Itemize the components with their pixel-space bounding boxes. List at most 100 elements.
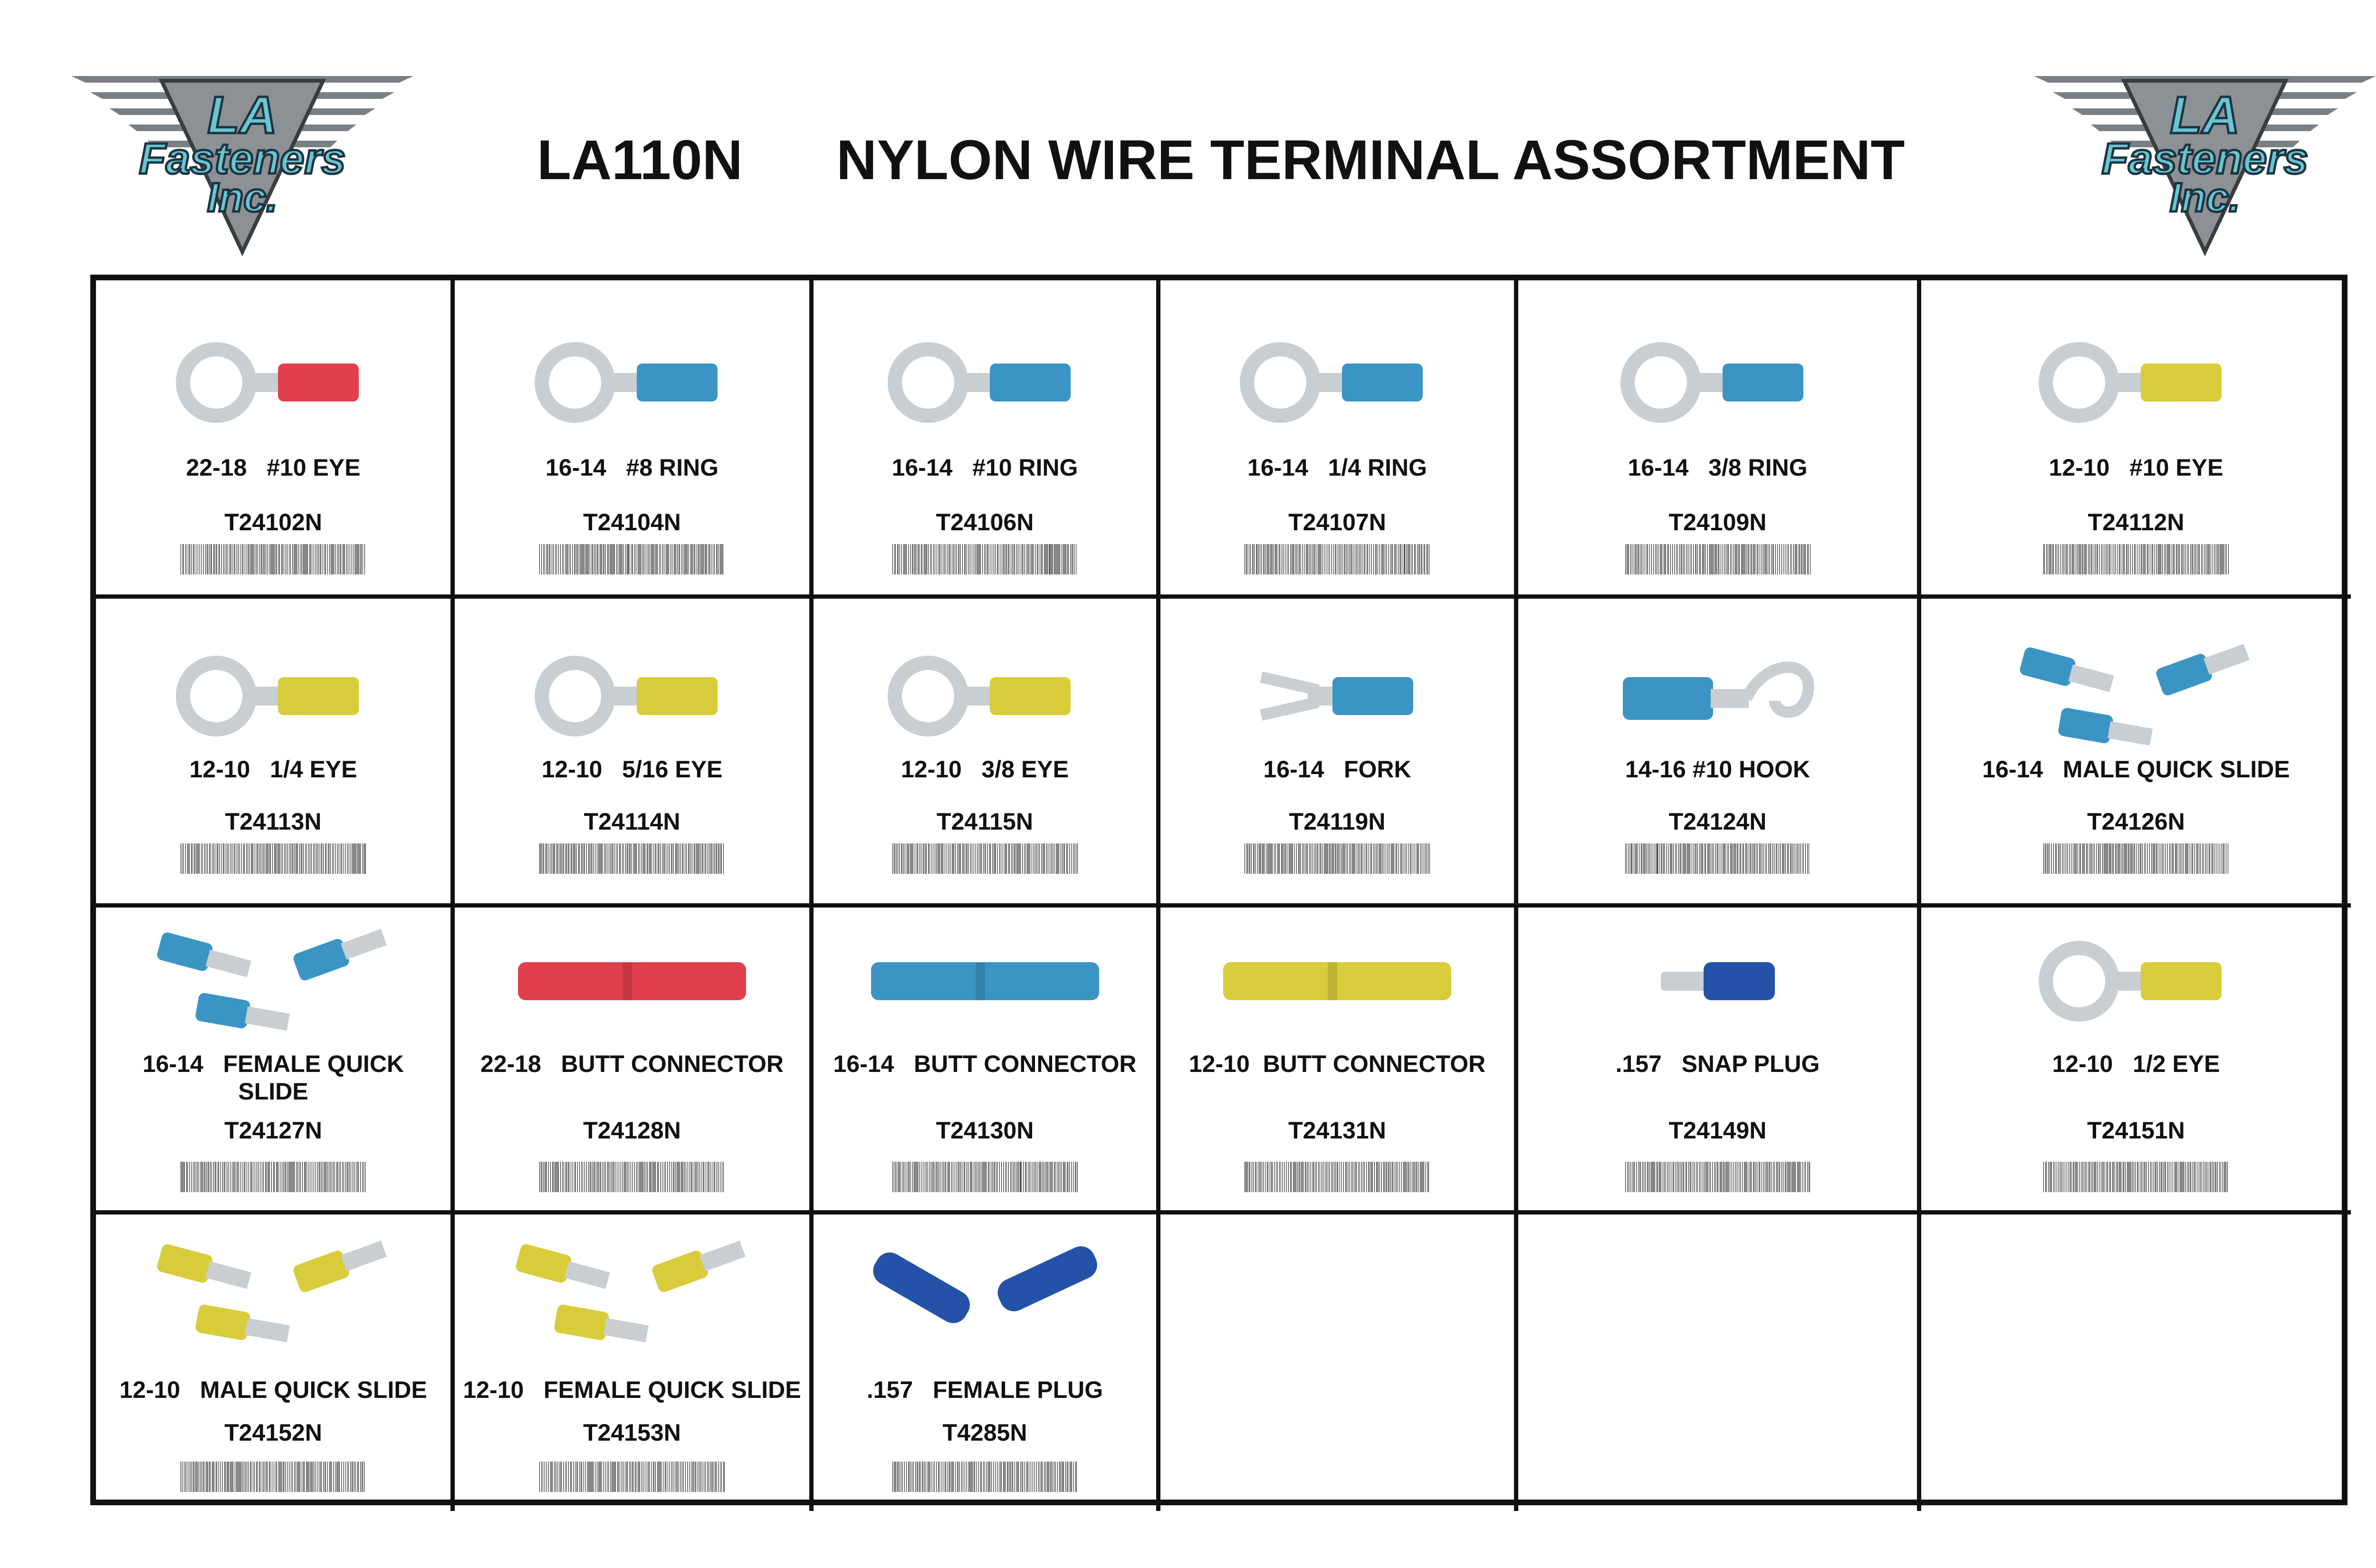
- barcode-bar: [183, 544, 184, 574]
- logo-line1: LA: [2170, 86, 2240, 144]
- barcode-bar: [586, 544, 587, 574]
- barcode-bar: [550, 1462, 551, 1492]
- barcode-bar: [196, 843, 197, 874]
- barcode-bar: [1044, 843, 1045, 874]
- barcode-bar: [1271, 843, 1272, 874]
- barcode-bar: [592, 1162, 593, 1192]
- barcode-bar: [1647, 1162, 1648, 1192]
- barcode-bar: [553, 544, 554, 574]
- barcode-bar: [2051, 1162, 2052, 1192]
- barcode-bar: [932, 1162, 933, 1192]
- barcode-bar: [317, 843, 318, 874]
- barcode-bar: [676, 1462, 677, 1492]
- barcode-bar: [614, 544, 615, 574]
- assortment-code: LA110N: [537, 129, 743, 191]
- barcode-bar: [284, 843, 285, 874]
- barcode-bar: [649, 1162, 650, 1192]
- barcode-bar: [1702, 544, 1703, 574]
- barcode-bar: [1313, 544, 1314, 574]
- barcode-bar: [718, 843, 719, 874]
- barcode: [539, 544, 723, 574]
- barcode-bar: [2085, 1162, 2086, 1192]
- barcode-bar: [554, 1462, 555, 1492]
- barcode-bar: [1313, 1162, 1314, 1192]
- barcode-bar: [256, 1462, 257, 1492]
- barcode-bar: [2117, 843, 2118, 874]
- barcode-bar: [1269, 843, 1270, 874]
- barcode-bar: [358, 1162, 359, 1192]
- barcode-bar: [1059, 1462, 1060, 1492]
- barcode-bar: [1788, 1162, 1789, 1192]
- barcode-bar: [2165, 544, 2166, 574]
- barcode-bar: [271, 544, 272, 574]
- barcode-bar: [1715, 544, 1716, 574]
- barcode-bar: [1381, 544, 1382, 574]
- barcode-bar: [610, 843, 611, 874]
- barcode-bar: [1069, 1162, 1070, 1192]
- barcode-bar: [551, 843, 552, 874]
- barcode-bar: [560, 1462, 561, 1492]
- barcode-bar: [1751, 1162, 1752, 1192]
- product-description: 16-14 BUTT CONNECTOR: [833, 1051, 1137, 1077]
- barcode-bar: [1691, 544, 1692, 574]
- barcode-bar: [357, 843, 358, 874]
- barcode-bar: [650, 1162, 651, 1192]
- product-image: [814, 922, 1156, 1041]
- product-description: .157 FEMALE PLUG: [866, 1377, 1103, 1403]
- barcode-bar: [1012, 544, 1013, 574]
- barcode-bar: [1055, 1462, 1056, 1492]
- barcode-bar: [1370, 843, 1371, 874]
- barcode-bar: [1050, 1462, 1051, 1492]
- barcode-bar: [1036, 1462, 1037, 1492]
- barcode-bar: [1264, 843, 1265, 874]
- barcode-bar: [1780, 843, 1781, 874]
- barcode-bar: [603, 544, 604, 574]
- barcode-bar: [2156, 544, 2157, 574]
- hook-terminal-icon: [1622, 661, 1814, 720]
- barcode-bar: [2087, 843, 2088, 874]
- product-image: [1921, 637, 2351, 755]
- barcode-bar: [1270, 544, 1271, 574]
- barcode-bar: [251, 544, 252, 574]
- barcode-bar: [1374, 1162, 1375, 1192]
- barcode-bar: [1359, 544, 1360, 574]
- barcode-bar: [1057, 1462, 1058, 1492]
- product-picture: [871, 962, 1099, 1000]
- barcode-bar: [573, 843, 574, 874]
- barcode-bar: [1400, 843, 1401, 874]
- barcode-bar: [1789, 1162, 1790, 1192]
- barcode-bar: [1769, 544, 1770, 574]
- barcode-bar: [260, 843, 261, 874]
- barcode-bar: [1331, 544, 1332, 574]
- barcode-bar: [304, 1162, 305, 1192]
- barcode-bar: [541, 544, 542, 574]
- barcode-bar: [955, 843, 956, 874]
- product-picture: [157, 928, 387, 1031]
- barcode-bar: [1775, 544, 1776, 574]
- barcode-bar: [332, 843, 333, 874]
- barcode-bar: [182, 1162, 183, 1192]
- barcode-bar: [1420, 843, 1421, 874]
- barcode-bar: [2213, 1162, 2214, 1192]
- barcode-bar: [1003, 1162, 1004, 1192]
- product-image: [96, 637, 450, 755]
- barcode-bar: [711, 843, 712, 874]
- empty-cell: [1921, 1214, 2351, 1511]
- barcode-bar: [335, 843, 336, 874]
- barcode-bar: [618, 1462, 619, 1492]
- logo-graphic: LA Fasteners Inc.: [2034, 76, 2376, 257]
- barcode-bar: [266, 1162, 267, 1192]
- barcode-bar: [1255, 843, 1256, 874]
- product-picture: [1620, 342, 1803, 423]
- barcode-bar: [187, 1162, 188, 1192]
- company-logo-right: LA Fasteners Inc.: [2034, 71, 2376, 257]
- barcode-bar: [279, 544, 280, 574]
- barcode-bar: [2204, 544, 2205, 574]
- barcode-bar: [2075, 843, 2076, 874]
- barcode-bar: [992, 1162, 993, 1192]
- barcode-bar: [296, 1162, 297, 1192]
- barcode-bar: [1766, 1162, 1767, 1192]
- barcode-bar: [1341, 1162, 1342, 1192]
- barcode-bar: [1797, 843, 1798, 874]
